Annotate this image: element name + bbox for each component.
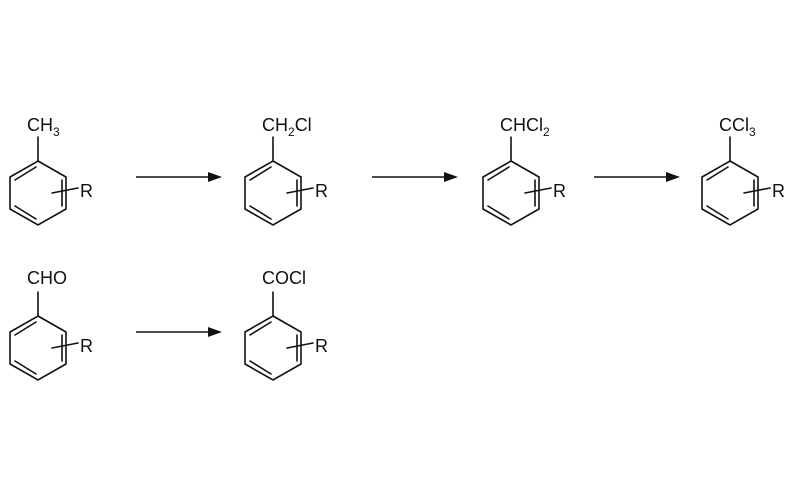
benzene-ring: [482, 160, 540, 226]
ring-to-substituent-bond: [51, 342, 79, 349]
group-label: COCl: [262, 268, 306, 288]
group-label: CH2Cl: [262, 115, 312, 139]
benzene-ring: [244, 160, 302, 226]
reaction-arrow: [372, 172, 458, 182]
ring-to-substituent-bond: [524, 187, 552, 194]
substituent-label: R: [315, 336, 328, 356]
molecule-toluene: CH3 R: [9, 115, 93, 226]
benzene-ring: [244, 315, 302, 381]
molecule-benzoyl-chloride: COCl R: [244, 268, 328, 381]
substituent-label: R: [315, 181, 328, 201]
reaction-arrow: [136, 172, 222, 182]
group-label: CHO: [27, 268, 67, 288]
benzene-ring: [9, 315, 67, 381]
substituent-label: R: [772, 181, 785, 201]
substituent-label: R: [80, 181, 93, 201]
benzene-ring: [701, 160, 759, 226]
reaction-arrow: [136, 327, 222, 337]
substituent-label: R: [553, 181, 566, 201]
molecule-benzaldehyde: CHO R: [9, 268, 93, 381]
ring-to-substituent-bond: [51, 187, 79, 194]
substituent-label: R: [80, 336, 93, 356]
molecule-benzotrichloride: CCl3 R: [701, 115, 785, 226]
molecule-benzyl-chloride: CH2Cl R: [244, 115, 328, 226]
ring-to-substituent-bond: [743, 187, 771, 194]
benzene-ring: [9, 160, 67, 226]
group-label: CCl3: [719, 115, 756, 139]
group-label: CH3: [27, 115, 60, 139]
group-label: CHCl2: [500, 115, 550, 139]
reaction-arrow: [594, 172, 680, 182]
ring-to-substituent-bond: [286, 342, 314, 349]
ring-to-substituent-bond: [286, 187, 314, 194]
molecule-benzal-chloride: CHCl2 R: [482, 115, 566, 226]
